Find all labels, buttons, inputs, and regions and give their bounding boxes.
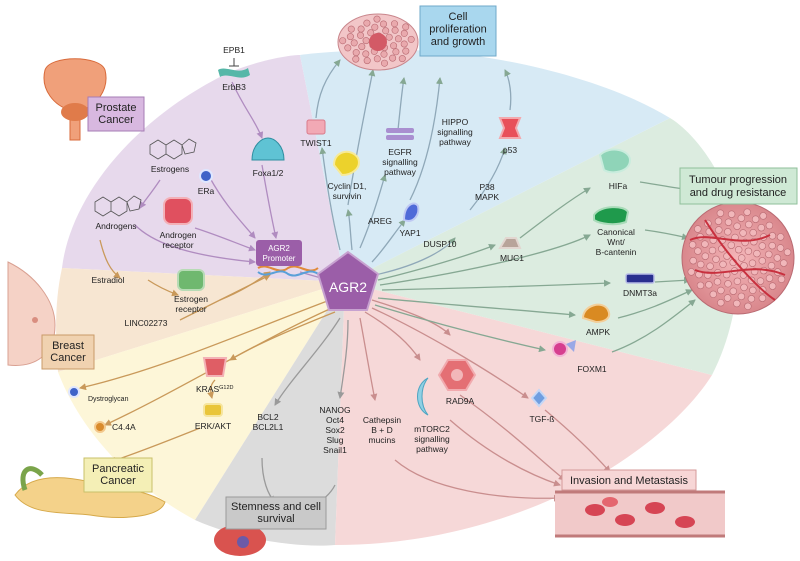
invasion-metastasis-label: Invasion and Metastasis xyxy=(561,469,697,491)
tumour-mass-image xyxy=(681,201,795,315)
dystroglycan-label: Dystroglycan xyxy=(88,396,129,403)
linc02273-label: LINC02273 xyxy=(124,318,167,328)
agr2-center-node: AGR2 xyxy=(316,250,380,311)
tgf-beta-label: TGF-ß xyxy=(529,414,554,424)
svg-text:AGR2: AGR2 xyxy=(268,244,290,253)
ampk-icon xyxy=(581,303,611,324)
svg-text:Promoter: Promoter xyxy=(263,254,296,263)
cyclin-d1-label: Cyclin D1,survivin xyxy=(328,181,367,201)
erbb3-icon xyxy=(218,68,250,78)
proliferation-region xyxy=(300,50,670,282)
agr2-label: AGR2 xyxy=(329,279,367,295)
wnt-icon xyxy=(593,206,630,226)
kras-icon xyxy=(202,357,228,377)
areg-label: AREG xyxy=(368,216,392,226)
androgens-label: Androgens xyxy=(95,221,136,231)
tgf-beta-icon xyxy=(530,388,548,408)
yap1-icon xyxy=(402,202,420,222)
pancreas-image xyxy=(14,466,166,518)
erk-akt-label: ERK/AKT xyxy=(195,421,231,431)
p53-icon xyxy=(498,117,522,139)
epb1-label: EPB1 xyxy=(223,45,245,55)
prostate-region xyxy=(62,55,345,282)
twist1-icon xyxy=(306,119,326,135)
estrogen-receptor-icon xyxy=(177,269,205,291)
estradiol-label: Estradiol xyxy=(91,275,124,285)
stem-cell-image xyxy=(214,524,266,556)
yap1-label: YAP1 xyxy=(399,228,420,238)
p53-label: p53 xyxy=(503,145,517,155)
dystroglycan-icon xyxy=(68,386,80,398)
estrogens-molecule-icon xyxy=(149,138,197,160)
foxm1-label: FOXM1 xyxy=(577,364,607,374)
c44a-icon xyxy=(94,421,106,433)
hifa-icon xyxy=(598,148,632,174)
cyclin-d1-icon xyxy=(332,150,360,177)
era-label: ERa xyxy=(198,186,215,196)
kras-label: KRASG12D xyxy=(196,384,234,394)
hifa-label: HIFa xyxy=(609,181,628,191)
stemness-region xyxy=(195,282,345,546)
breast-region xyxy=(56,268,346,372)
muc1-icon xyxy=(498,237,522,249)
c44a-label: C4.4A xyxy=(112,422,136,432)
foxm1-icon xyxy=(552,340,576,357)
foxa-label: Foxa1/2 xyxy=(253,168,284,178)
invasion-arrows xyxy=(359,299,611,502)
egfr-icon xyxy=(386,128,414,140)
svg-text:Invasion and Metastasis: Invasion and Metastasis xyxy=(570,475,689,487)
androgens-molecule-icon xyxy=(94,195,142,217)
dusp10-label: DUSP10 xyxy=(423,239,456,249)
estrogens-label: Estrogens xyxy=(151,164,189,174)
proliferation-arrows xyxy=(315,59,512,276)
erk-akt-icon xyxy=(203,403,223,417)
agr2-promoter: AGR2 Promoter xyxy=(256,240,319,277)
dnmt3a-label: DNMT3a xyxy=(623,288,657,298)
proliferating-cells-image xyxy=(337,13,419,71)
dnmt3a-icon xyxy=(625,273,655,284)
twist1-label: TWIST1 xyxy=(300,138,331,148)
rad9a-core xyxy=(451,369,463,381)
erbb3-label: ErbB3 xyxy=(222,82,246,92)
foxa-icon xyxy=(251,137,285,161)
ampk-label: AMPK xyxy=(586,327,610,337)
era-icon xyxy=(199,169,213,183)
blood-vessel-image xyxy=(555,490,725,538)
mtorc2-icon xyxy=(417,377,429,416)
androgen-receptor-icon xyxy=(163,197,193,225)
rad9a-label: RAD9A xyxy=(446,396,475,406)
muc1-label: MUC1 xyxy=(500,253,524,263)
prostate-arrows xyxy=(134,81,336,284)
tumour-arrows xyxy=(374,181,696,353)
